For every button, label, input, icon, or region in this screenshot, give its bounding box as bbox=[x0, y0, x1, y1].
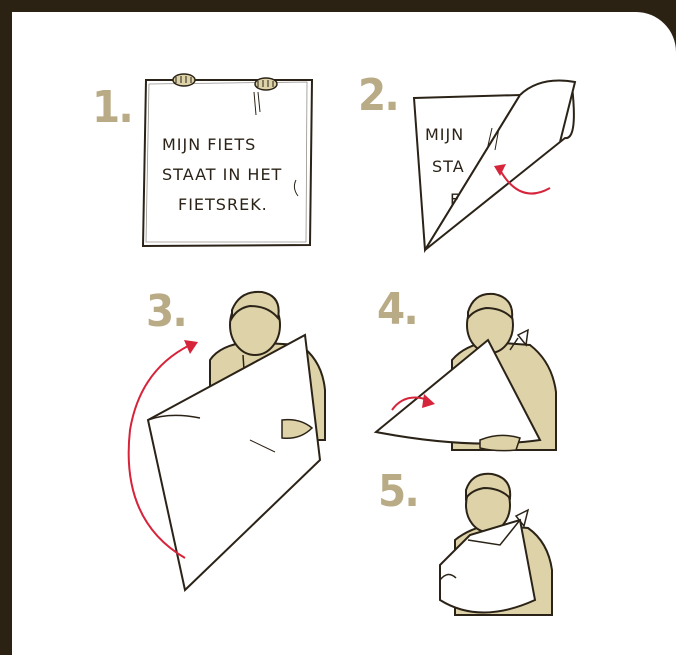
right-hand-icon bbox=[255, 78, 277, 90]
folded-sign-line-1: MIJN bbox=[425, 125, 464, 144]
step-1-number: 1. bbox=[92, 86, 132, 130]
step-1-sign: MIJN FIETS STAAT IN HET FIETSREK. bbox=[143, 74, 312, 246]
sign-line-3: FIETSREK. bbox=[178, 195, 268, 214]
step-2-folding-sign: MIJN STA F bbox=[414, 81, 575, 250]
step-5-person bbox=[440, 474, 552, 615]
left-hand-icon bbox=[173, 74, 195, 86]
step-4-number: 4. bbox=[377, 288, 417, 332]
folded-sign-line-3: F bbox=[450, 190, 460, 209]
step-2-number: 2. bbox=[358, 74, 398, 118]
step-5-number: 5. bbox=[378, 470, 418, 514]
sign-line-1: MIJN FIETS bbox=[162, 135, 256, 154]
folded-sign-line-2: STA bbox=[432, 157, 465, 176]
finished-sling bbox=[440, 520, 535, 613]
step-3-number: 3. bbox=[146, 290, 186, 334]
sign-line-2: STAAT IN HET bbox=[162, 165, 282, 184]
